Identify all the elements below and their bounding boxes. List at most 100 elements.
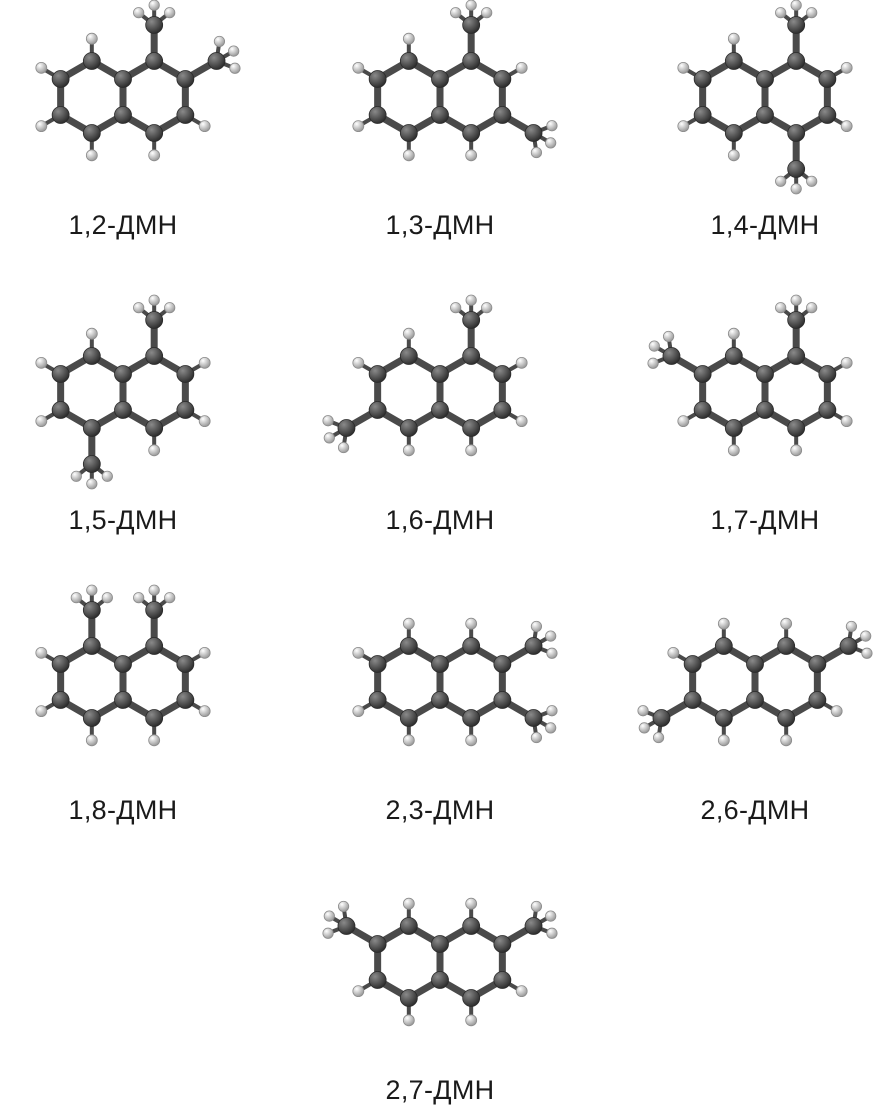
- atom-layer: [647, 294, 853, 457]
- molecule-cell: 1,4-ДМН: [650, 0, 879, 245]
- carbon-atom: [493, 70, 512, 88]
- carbon-atom: [431, 106, 449, 124]
- hydrogen-atom: [323, 910, 335, 922]
- hydrogen-atom: [545, 630, 557, 642]
- hydrogen-atom: [546, 120, 558, 132]
- hydrogen-atom: [228, 45, 240, 57]
- carbon-atom: [746, 691, 764, 709]
- hydrogen-atom: [790, 183, 802, 195]
- atom-layer: [352, 617, 558, 747]
- hydrogen-atom: [717, 734, 730, 747]
- carbon-atom: [524, 709, 543, 727]
- hydrogen-atom: [35, 61, 48, 74]
- hydrogen-atom: [515, 61, 528, 74]
- carbon-atom: [493, 365, 512, 383]
- hydrogen-atom: [148, 0, 160, 11]
- hydrogen-atom: [465, 149, 478, 162]
- carbon-atom: [399, 709, 418, 727]
- hydrogen-atom: [465, 444, 478, 457]
- hydrogen-atom: [840, 356, 853, 369]
- molecule-label: 1,8-ДМН: [68, 795, 178, 825]
- hydrogen-atom: [481, 7, 493, 19]
- carbon-atom: [724, 52, 743, 70]
- carbon-atom: [82, 52, 101, 70]
- carbon-atom: [431, 401, 449, 419]
- carbon-atom: [693, 401, 712, 419]
- hydrogen-atom: [198, 356, 211, 369]
- carbon-atom: [777, 709, 796, 727]
- hydrogen-atom: [133, 7, 145, 19]
- carbon-atom: [176, 691, 195, 709]
- hydrogen-atom: [677, 120, 690, 133]
- carbon-atom: [399, 52, 418, 70]
- molecule-cell: 1,6-ДМН: [322, 294, 555, 540]
- carbon-atom: [51, 106, 70, 124]
- carbon-atom: [431, 971, 449, 989]
- hydrogen-atom: [198, 705, 211, 718]
- hydrogen-atom: [35, 120, 48, 133]
- hydrogen-atom: [148, 149, 161, 162]
- hydrogen-atom: [133, 592, 145, 604]
- bond-layer: [681, 3, 849, 191]
- hydrogen-atom: [546, 647, 558, 659]
- molecule-label: 1,6-ДМН: [385, 505, 495, 535]
- carbon-atom: [431, 70, 449, 88]
- carbon-atom: [337, 917, 356, 935]
- hydrogen-atom: [337, 441, 350, 454]
- bond-layer: [356, 621, 554, 743]
- hydrogen-atom: [727, 444, 740, 457]
- carbon-atom: [176, 365, 195, 383]
- carbon-atom: [114, 691, 132, 709]
- bond-layer: [356, 3, 554, 158]
- molecule-model: [322, 294, 528, 457]
- hydrogen-atom: [86, 478, 98, 490]
- carbon-atom: [145, 601, 164, 619]
- hydrogen-atom: [717, 617, 730, 630]
- molecule-cell: 1,2-ДМН: [8, 0, 241, 245]
- carbon-atom: [787, 124, 806, 142]
- carbon-atom: [145, 52, 164, 70]
- hydrogen-atom: [806, 7, 818, 19]
- hydrogen-atom: [830, 705, 843, 718]
- hydrogen-atom: [35, 705, 48, 718]
- carbon-atom: [51, 70, 70, 88]
- carbon-atom: [114, 106, 132, 124]
- hydrogen-atom: [70, 470, 82, 482]
- hydrogen-atom: [840, 120, 853, 133]
- carbon-atom: [399, 347, 418, 365]
- carbon-atom: [431, 365, 449, 383]
- carbon-atom: [808, 691, 827, 709]
- carbon-atom: [724, 124, 743, 142]
- hydrogen-atom: [790, 294, 802, 306]
- hydrogen-atom: [35, 415, 48, 428]
- hydrogen-atom: [198, 415, 211, 428]
- carbon-atom: [145, 124, 164, 142]
- molecule-model: [322, 897, 558, 1027]
- hydrogen-atom: [530, 146, 543, 159]
- hydrogen-atom: [515, 985, 528, 998]
- carbon-atom: [207, 52, 226, 70]
- hydrogen-atom: [402, 149, 415, 162]
- hydrogen-atom: [101, 592, 113, 604]
- molecule-label: 2,7-ДМН: [385, 1075, 495, 1105]
- hydrogen-atom: [402, 734, 415, 747]
- hydrogen-atom: [352, 705, 365, 718]
- hydrogen-atom: [806, 175, 818, 187]
- carbon-atom: [114, 401, 132, 419]
- carbon-atom: [683, 655, 702, 673]
- carbon-atom: [693, 70, 712, 88]
- carbon-atom: [51, 655, 70, 673]
- hydrogen-atom: [637, 705, 649, 717]
- carbon-atom: [399, 637, 418, 655]
- hydrogen-atom: [647, 357, 659, 369]
- hydrogen-atom: [515, 356, 528, 369]
- hydrogen-atom: [148, 584, 160, 596]
- hydrogen-atom: [352, 646, 365, 659]
- carbon-atom: [818, 106, 837, 124]
- carbon-atom: [462, 709, 481, 727]
- carbon-atom: [462, 419, 481, 437]
- hydrogen-atom: [402, 897, 415, 910]
- molecule-cell: 1,5-ДМН: [8, 294, 238, 540]
- hydrogen-atom: [402, 1014, 415, 1027]
- bond-layer: [651, 298, 849, 453]
